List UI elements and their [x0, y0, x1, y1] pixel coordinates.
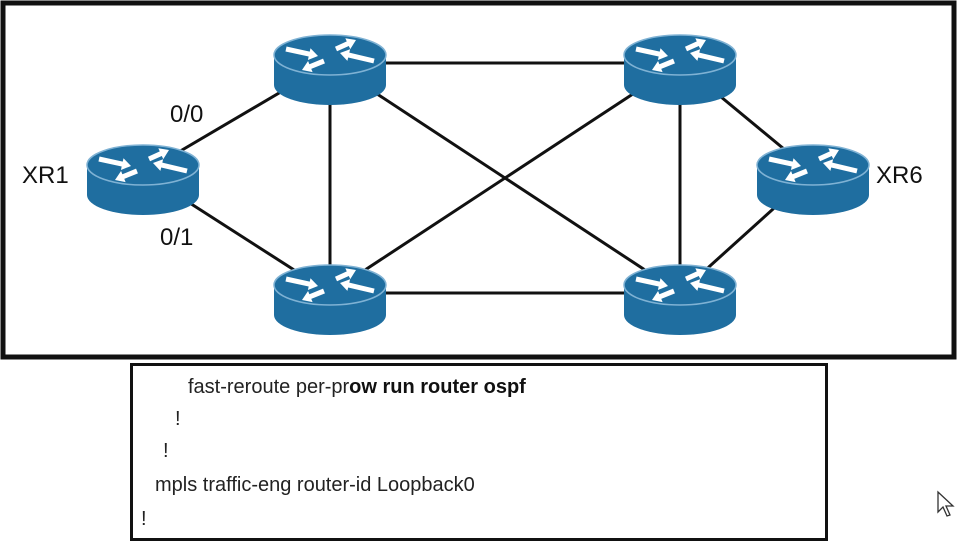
router-label-xr1: XR1 — [22, 162, 69, 189]
router-icon-xr1 — [86, 144, 200, 215]
mouse-cursor-icon — [937, 490, 955, 517]
config-line-3: ! — [163, 440, 169, 462]
router-icon-r2 — [273, 34, 387, 105]
config-line-2: ! — [175, 408, 181, 430]
router-icon-r4 — [623, 34, 737, 105]
interface-label-0-0: 0/0 — [170, 101, 203, 128]
router-icon-r5 — [623, 264, 737, 335]
network-topology-diagram: 0/0 0/1 XR1 XR6 — [0, 0, 957, 360]
router-label-xr6: XR6 — [876, 162, 923, 189]
interface-label-0-1: 0/1 — [160, 224, 193, 251]
router-icon-r3 — [273, 264, 387, 335]
link-R3-R4 — [329, 61, 681, 295]
config-line-4: mpls traffic-eng router-id Loopback0 — [155, 474, 475, 496]
config-text: fast-reroute per-pr — [188, 376, 350, 398]
config-snippet-box: fast-reroute per-prow run router ospf ! … — [130, 363, 828, 541]
config-text-bold: ow run router ospf — [349, 376, 526, 398]
config-line-1: fast-reroute per-prow run router ospf — [188, 376, 526, 399]
router-icon-xr6 — [756, 144, 870, 215]
config-line-5: ! — [141, 508, 147, 530]
